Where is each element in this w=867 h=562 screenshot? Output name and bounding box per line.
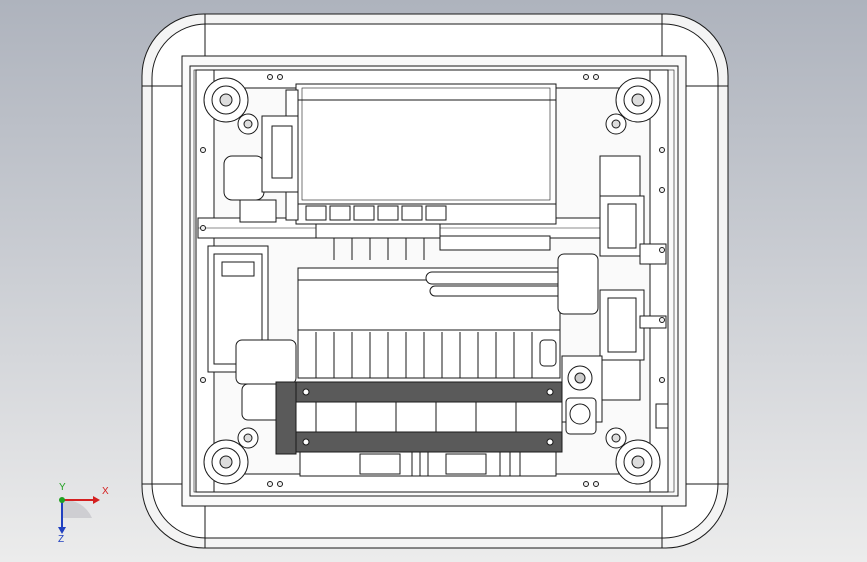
right-column-components[interactable] xyxy=(599,155,669,429)
crossbar xyxy=(315,223,551,260)
x-arrowhead xyxy=(93,496,100,504)
connector-row-upper xyxy=(305,205,447,221)
servo-unit[interactable] xyxy=(561,355,603,435)
z-arrowhead xyxy=(58,527,66,534)
triad-graphic xyxy=(58,496,100,534)
mounting-holes xyxy=(200,74,665,487)
wheel-front-left[interactable] xyxy=(203,77,259,135)
y-axis-dot xyxy=(59,497,65,503)
x-axis-label: X xyxy=(102,486,109,497)
z-axis-label: Z xyxy=(58,534,65,545)
wheel-rear-right[interactable] xyxy=(605,427,661,485)
coordinate-triad[interactable]: X Y Z xyxy=(44,480,114,550)
upper-motor-block[interactable] xyxy=(285,83,557,225)
drive-belt[interactable] xyxy=(425,253,599,315)
y-axis-label: Y xyxy=(59,482,66,493)
wheel-front-right[interactable] xyxy=(605,77,661,135)
wheel-rear-left[interactable] xyxy=(203,427,259,485)
